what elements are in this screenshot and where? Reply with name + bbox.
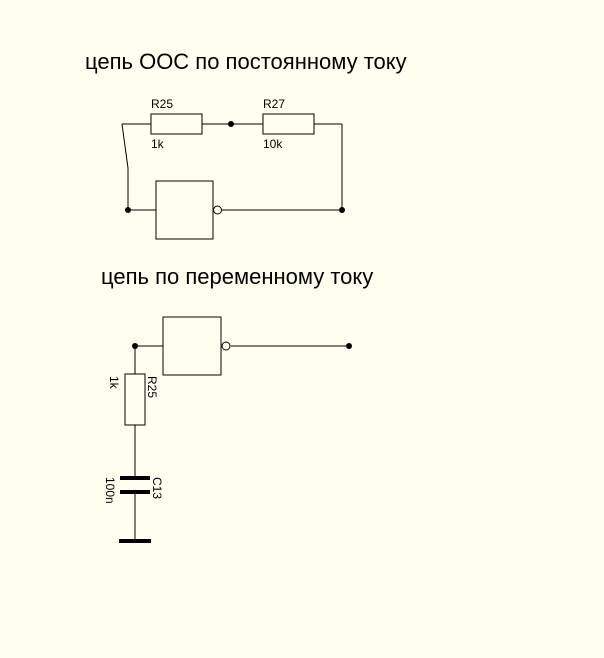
ac-r25-value: 1k: [107, 376, 121, 390]
dc-junction-input: [125, 207, 131, 213]
ac-r25-resistor: [124, 373, 146, 426]
dc-r25-resistor: [150, 113, 203, 135]
ac-c13-plate-top: [120, 476, 150, 480]
ac-circuit: цепь по переменному току R25 1k C13 100n: [101, 264, 373, 543]
dc-r25-ref: R25: [151, 97, 173, 111]
ac-circuit-title: цепь по переменному току: [101, 264, 373, 289]
dc-r25-value: 1k: [151, 137, 165, 151]
dc-circuit-title: цепь ООС по постоянному току: [85, 49, 407, 74]
dc-inverter-bubble: [213, 205, 222, 215]
ac-inverter-bubble: [221, 341, 231, 351]
dc-circuit: цепь ООС по постоянному току R25 1k R27 …: [85, 49, 407, 240]
ac-c13-value: 100n: [103, 477, 117, 504]
ac-junction-output: [346, 343, 352, 349]
ac-r25-ref: R25: [145, 376, 159, 398]
dc-r27-resistor: [262, 113, 315, 135]
ac-inverter-gate: [162, 316, 222, 376]
dc-junction-r25-r27: [228, 121, 234, 127]
ac-wires: [134, 345, 349, 541]
ac-c13-ref: C13: [150, 477, 164, 499]
dc-wires: [121, 123, 343, 211]
dc-r27-value: 10k: [263, 137, 283, 151]
ac-ground-symbol: [119, 539, 151, 543]
dc-junction-output: [339, 207, 345, 213]
ac-c13-plate-bottom: [120, 490, 150, 494]
dc-r27-ref: R27: [263, 97, 285, 111]
dc-inverter-gate: [155, 180, 214, 240]
ac-junction-input: [132, 343, 138, 349]
